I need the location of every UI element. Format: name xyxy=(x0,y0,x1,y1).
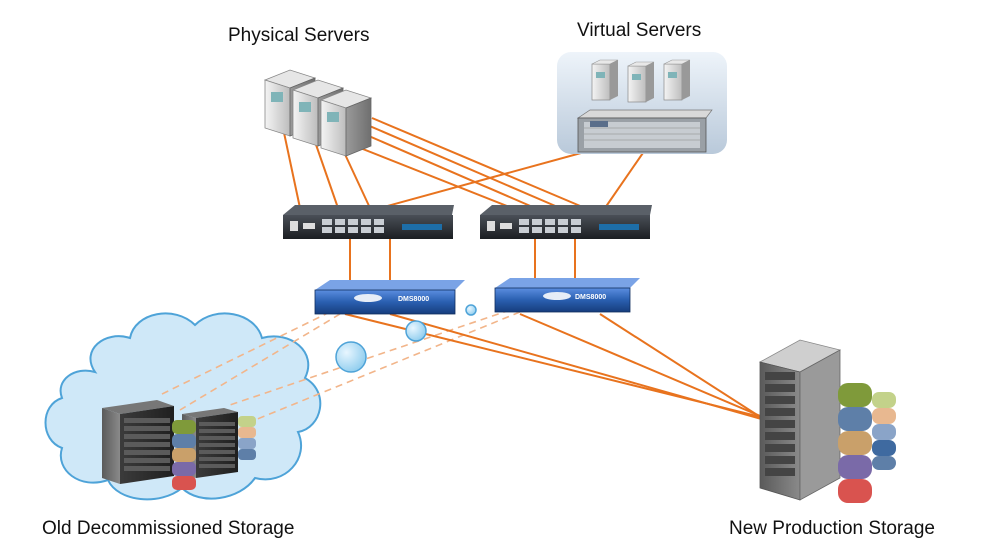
switch-appliance-links xyxy=(349,238,576,288)
new-storage-disks-icon xyxy=(838,383,896,503)
appliance-left-label: DMS8000 xyxy=(398,296,429,303)
new-storage-label: New Production Storage xyxy=(729,518,935,539)
rack-server-icon xyxy=(576,109,713,153)
network-switch-left xyxy=(283,205,454,239)
new-storage-rack-icon xyxy=(758,339,842,501)
old-storage-label: Old Decommissioned Storage xyxy=(42,518,295,539)
server-switch-links xyxy=(282,117,646,209)
network-switch-right xyxy=(480,205,652,239)
migration-appliance-right: DMS8000 xyxy=(494,278,640,313)
migration-appliance-left: DMS8000 xyxy=(314,280,465,315)
new-storage-links xyxy=(344,313,766,421)
physical-servers-label: Physical Servers xyxy=(228,25,370,46)
old-storage-racks-icon xyxy=(102,400,256,490)
virtual-servers-label: Virtual Servers xyxy=(577,20,702,41)
bubbles xyxy=(335,304,477,373)
physical-servers-icon xyxy=(263,69,373,157)
old-storage-links xyxy=(159,309,521,421)
appliance-right-label: DMS8000 xyxy=(575,294,606,301)
virtual-servers-icon xyxy=(557,52,727,154)
